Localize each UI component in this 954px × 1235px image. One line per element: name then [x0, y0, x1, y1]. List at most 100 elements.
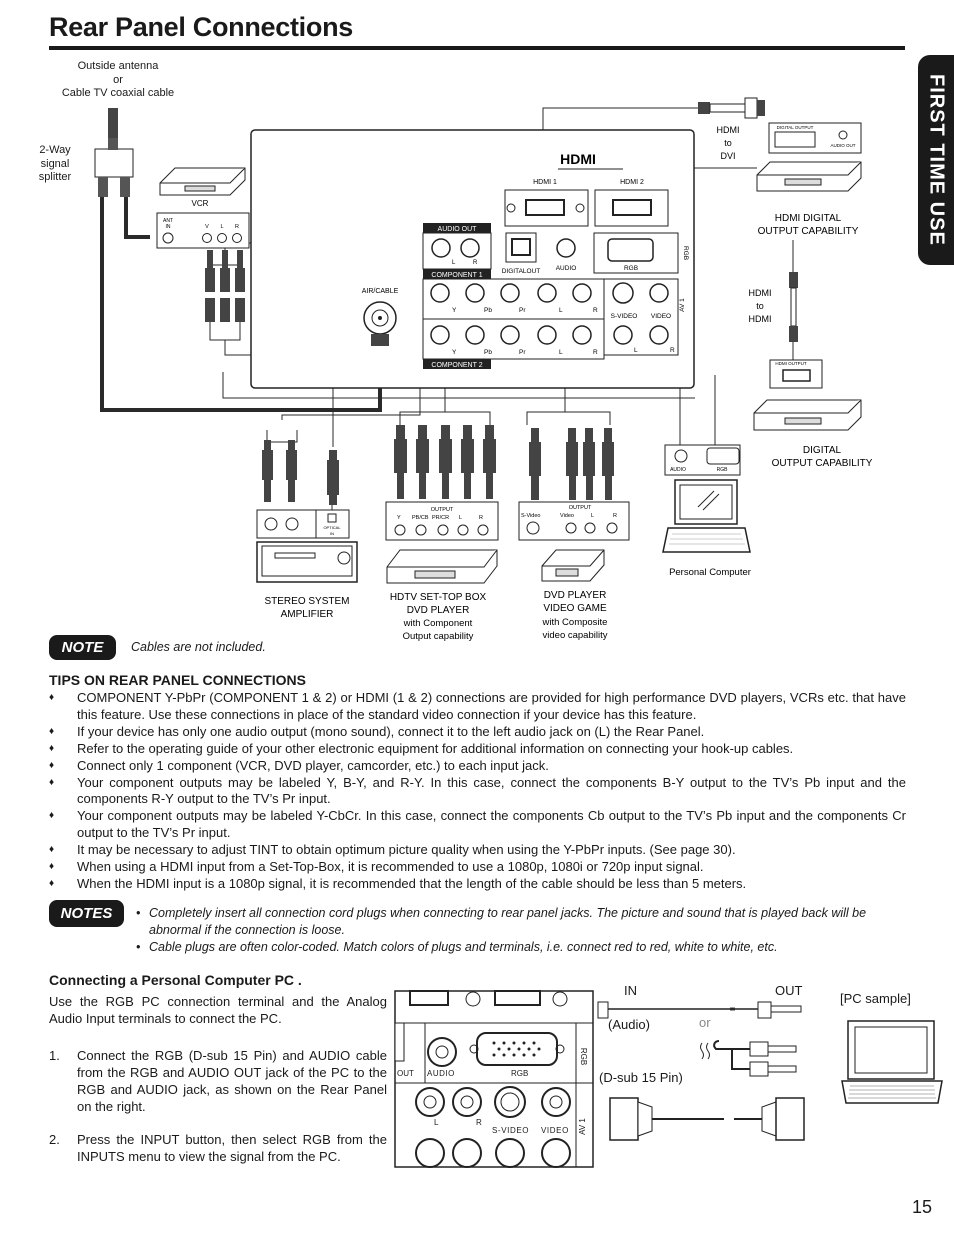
tip-text: Your component outputs may be labeled Y-… — [77, 808, 906, 841]
svg-text:R: R — [670, 347, 675, 354]
pc-panel-r: R — [476, 1118, 482, 1127]
bullet-icon: ♦ — [49, 877, 55, 889]
tips-heading: TIPS ON REAR PANEL CONNECTIONS — [49, 672, 306, 688]
note-badge: NOTE — [49, 635, 116, 660]
svg-text:with Component: with Component — [403, 618, 473, 629]
svg-text:HDMI DIGITAL: HDMI DIGITAL — [775, 213, 842, 224]
note-item: •Cable plugs are often color-coded. Matc… — [136, 939, 906, 956]
svg-text:DVD PLAYER: DVD PLAYER — [407, 605, 470, 616]
svg-text:L: L — [591, 513, 594, 519]
page-number: 15 — [912, 1197, 933, 1217]
svg-text:DIGITAL OUTPUT: DIGITAL OUTPUT — [777, 125, 814, 130]
svg-text:HDTV SET-TOP BOX: HDTV SET-TOP BOX — [390, 592, 487, 603]
svg-text:L: L — [452, 260, 456, 266]
tip-item: ♦ Refer to the operating guide of your ot… — [49, 741, 906, 758]
tip-item: ♦When using a HDMI input from a Set-Top-… — [49, 859, 906, 876]
notes-list: • Completely insert all connection cord p… — [136, 905, 906, 956]
svg-text:video capability: video capability — [543, 630, 608, 641]
svg-text:Output capability: Output capability — [403, 631, 474, 642]
antenna-label: Outside antenna or Cable TV coaxial cabl… — [61, 60, 175, 99]
svg-text:V: V — [205, 224, 209, 230]
svg-text:with Composite: with Composite — [542, 617, 608, 628]
svg-text:PR/CR: PR/CR — [432, 515, 449, 521]
svg-text:HDMI: HDMI — [749, 314, 772, 324]
svg-text:to: to — [724, 138, 732, 148]
svg-text:Pr: Pr — [519, 307, 526, 314]
svg-text:AMPLIFIER: AMPLIFIER — [281, 609, 334, 620]
note-text: Cables are not included. — [131, 640, 266, 654]
pc-connection-diagram — [394, 990, 943, 1168]
svg-text:AUDIO: AUDIO — [556, 265, 577, 272]
bullet-icon: ♦ — [49, 810, 55, 822]
tip-text: Your component outputs may be labeled Y,… — [77, 774, 906, 807]
svg-text:STEREO SYSTEM: STEREO SYSTEM — [264, 596, 349, 607]
note-item: • Completely insert all connection cord p… — [136, 905, 906, 939]
svg-text:L: L — [559, 349, 563, 356]
pc-out-label: OUT — [775, 983, 803, 998]
svg-text:VIDEO: VIDEO — [651, 313, 671, 320]
pc-panel-svideo: S-VIDEO — [492, 1126, 530, 1135]
svg-text:S-VIDEO: S-VIDEO — [611, 313, 638, 320]
tip-text: Refer to the operating guide of your oth… — [77, 740, 794, 756]
svg-text:COMPONENT 2: COMPONENT 2 — [431, 362, 482, 369]
bullet-icon: • — [136, 906, 141, 920]
pc-intro: Use the RGB PC connection terminal and t… — [49, 994, 387, 1026]
title-rule — [49, 46, 905, 50]
bullet-icon: ♦ — [49, 759, 55, 771]
tips-list: ♦ COMPONENT Y-PbPr (COMPONENT 1 & 2) or H… — [49, 690, 906, 893]
pc-sample-label: [PC sample] — [840, 991, 911, 1006]
svg-text:OUTPUT: OUTPUT — [569, 505, 592, 511]
svg-text:Y: Y — [397, 515, 401, 521]
svg-text:S-Video: S-Video — [521, 513, 540, 519]
tip-item: ♦Your component outputs may be labeled Y… — [49, 775, 906, 809]
tip-item: ♦ If your device has only one audio outpu… — [49, 724, 906, 741]
tip-text: When using a HDMI input from a Set-Top-B… — [77, 859, 704, 875]
svg-text:OUTPUT CAPABILITY: OUTPUT CAPABILITY — [758, 226, 859, 237]
svg-text:to: to — [756, 301, 764, 311]
tip-text: COMPONENT Y-PbPr (COMPONENT 1 & 2) or HD… — [77, 690, 906, 722]
pc-panel-rgb: RGB — [511, 1069, 529, 1078]
pc-panel-rgb-side: RGB — [579, 1047, 589, 1066]
tip-item: ♦Connect only 1 component (VCR, DVD play… — [49, 758, 906, 775]
svg-text:OUTPUT CAPABILITY: OUTPUT CAPABILITY — [772, 458, 873, 469]
svg-text:Video: Video — [560, 513, 574, 519]
svg-text:Pb: Pb — [484, 349, 492, 356]
svg-text:OPTICAL: OPTICAL — [323, 525, 341, 530]
svg-text:RGB: RGB — [624, 265, 638, 272]
svg-text:L: L — [559, 307, 563, 314]
svg-text:ANT: ANT — [163, 218, 173, 224]
svg-text:R: R — [593, 349, 598, 356]
splitter-label: 2-Way signal splitter — [38, 144, 72, 183]
svg-text:RGB: RGB — [682, 246, 689, 260]
pc-or-label: or — [699, 1015, 711, 1030]
svg-text:COMPONENT 1: COMPONENT 1 — [431, 272, 482, 279]
bullet-icon: ♦ — [49, 742, 55, 754]
section-tab: FIRST TIME USE — [918, 55, 954, 265]
bullet-icon: ♦ — [49, 725, 55, 737]
bullet-icon: • — [136, 939, 141, 954]
svg-text:R: R — [593, 307, 598, 314]
svg-text:RGB: RGB — [717, 467, 729, 473]
svg-text:AUDIO OUT: AUDIO OUT — [438, 226, 478, 233]
tip-item: ♦ It may be necessary to adjust TINT to o… — [49, 842, 906, 859]
svg-text:Personal Computer: Personal Computer — [669, 567, 751, 578]
tip-item: ♦ Your component outputs may be labeled Y… — [49, 808, 906, 842]
svg-text:PB/CB: PB/CB — [412, 515, 429, 521]
svg-text:AIR/CABLE: AIR/CABLE — [362, 288, 399, 295]
note-item-text: Completely insert all connection cord pl… — [149, 906, 867, 937]
svg-text:L: L — [634, 347, 638, 354]
svg-text:Pr: Pr — [519, 349, 526, 356]
svg-text:DVD PLAYER: DVD PLAYER — [544, 590, 607, 601]
svg-text:HDMI: HDMI — [717, 125, 740, 135]
tip-text: It may be necessary to adjust TINT to ob… — [77, 842, 736, 858]
bullet-icon: ♦ — [49, 844, 55, 856]
svg-text:L: L — [459, 515, 462, 521]
tip-text: If your device has only one audio output… — [77, 723, 705, 739]
svg-text:VIDEO GAME: VIDEO GAME — [543, 603, 607, 614]
svg-text:AV 1: AV 1 — [679, 298, 686, 312]
svg-text:IN: IN — [166, 224, 171, 230]
svg-text:Y: Y — [452, 349, 457, 356]
svg-text:OUTPUT: OUTPUT — [431, 507, 454, 513]
svg-text:HDMI 1: HDMI 1 — [533, 179, 557, 186]
svg-text:DVI: DVI — [720, 151, 735, 161]
